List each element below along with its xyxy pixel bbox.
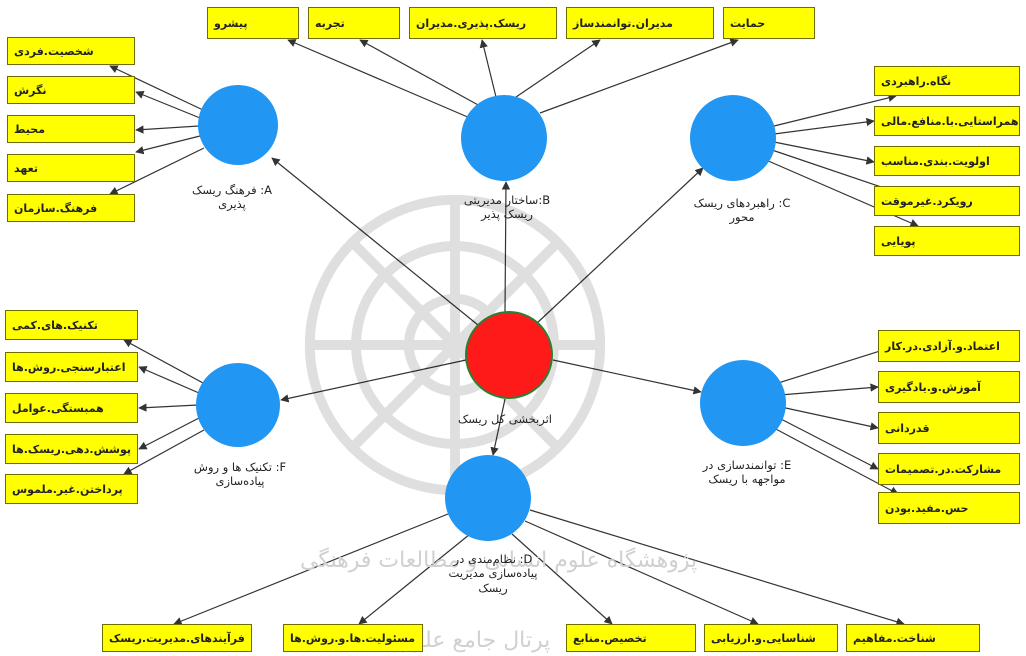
box-f-5: پرداختن.غیر.ملموس [5, 474, 138, 504]
watermark-emblem-icon [304, 194, 606, 496]
box-c-5: پویایی [874, 226, 1020, 256]
node-a [198, 85, 278, 165]
arrow-d-to-3 [511, 533, 613, 625]
box-a-4: تعهد [7, 154, 135, 182]
arrow-a-to-4 [135, 135, 201, 155]
box-d-4: شناسایی.و.ارزیابی [704, 624, 838, 652]
arrow-b-to-2 [359, 39, 481, 107]
box-d-5: شناخت.مفاهیم [846, 624, 980, 652]
arrow-c-to-1 [769, 93, 897, 128]
node-b [461, 95, 547, 181]
arrow-center-to-e [552, 359, 702, 395]
box-d-3: تخصیص.منابع [566, 624, 696, 652]
arrow-center-to-b [501, 181, 511, 313]
arrow-a-to-1 [109, 65, 204, 111]
arrow-a-to-2 [135, 90, 201, 119]
box-b-3: ریسک.پذیری.مدیران [409, 7, 557, 39]
box-f-3: همبستگی.عوامل [5, 393, 138, 423]
arrow-d-to-1 [173, 509, 459, 626]
box-e-2: آموزش.و.یادگیری [878, 371, 1020, 403]
box-a-1: شخصیت.فردی [7, 37, 135, 65]
box-f-1: تکنیک.های.کمی [5, 310, 138, 340]
center-label: اثربخشی کل ریسک [457, 412, 552, 426]
box-b-2: تجربه [308, 7, 400, 39]
arrow-f-to-3 [138, 403, 199, 412]
box-b-4: مدیران.توانمندساز [566, 7, 714, 39]
arrow-d-to-5 [529, 509, 905, 626]
box-b-5: حمایت [723, 7, 815, 39]
node-a-label: A: فرهنگ ریسک پذیری [191, 183, 273, 212]
arrow-center-to-f [280, 359, 467, 403]
box-c-1: نگاه.راهبردی [874, 66, 1020, 96]
node-e-label: E: توانمندسازی در مواجهه با ریسک [702, 458, 792, 487]
arrow-a-to-3 [135, 125, 200, 134]
arrow-f-to-5 [123, 429, 205, 475]
arrow-center-to-d [490, 398, 506, 456]
box-e-5: حس.مفید.بودن [878, 492, 1020, 524]
box-a-2: نگرش [7, 76, 135, 104]
box-a-3: محیط [7, 115, 135, 143]
box-e-3: قدردانی [878, 412, 1020, 444]
box-d-2: مسئولیت.ها.و.روش.ها [283, 624, 423, 652]
arrow-e-to-2 [779, 383, 879, 396]
node-f-label: F: تکنیک ها و روش پیاده‌سازی [193, 460, 287, 489]
box-d-1: فرآیندهای.مدیریت.ریسک [102, 624, 252, 652]
arrow-b-to-1 [287, 39, 471, 119]
arrow-c-to-4 [771, 149, 897, 194]
box-c-3: اولویت.بندی.مناسب [874, 146, 1020, 176]
box-f-4: پوشش.دهی.ریسک.ها [5, 434, 138, 464]
arrow-c-to-2 [773, 117, 875, 135]
arrow-e-to-3 [780, 406, 879, 431]
box-c-2: همراستایی.با.منافع.مالی [874, 106, 1020, 136]
box-b-1: پیشرو [207, 7, 299, 39]
box-c-4: رویکرد.غیرموقت [874, 186, 1020, 216]
arrow-c-to-3 [773, 141, 875, 165]
arrow-e-to-5 [771, 426, 899, 495]
box-e-1: اعتماد.و.آزادی.در.کار [878, 330, 1020, 362]
arrow-center-to-c [535, 167, 704, 325]
node-f [196, 363, 280, 447]
watermark-line-1: پژوهشگاه علوم انسانی و مطالعات فرهنگی [300, 548, 698, 573]
arrow-center-to-a [271, 157, 479, 326]
arrow-e-to-1 [774, 344, 897, 385]
node-d [445, 455, 531, 541]
box-e-4: مشارکت.در.تصمیمات [878, 453, 1020, 485]
node-e [700, 360, 786, 446]
node-c-label: C: راهبردهای ریسک محور [693, 196, 791, 225]
arrow-d-to-2 [358, 529, 476, 625]
box-a-5: فرهنگ.سازمان [7, 194, 135, 222]
arrow-b-to-4 [515, 39, 601, 98]
center-node [465, 311, 553, 399]
arrow-f-to-4 [138, 417, 200, 450]
box-f-2: اعتبارسنجی.روش.ها [5, 352, 138, 382]
arrow-group [109, 38, 919, 626]
arrow-e-to-4 [778, 417, 879, 470]
arrow-b-to-3 [479, 39, 497, 98]
node-b-label: B:ساختار مدیریتی ریسک پذیر [463, 193, 551, 222]
arrow-d-to-4 [524, 520, 759, 625]
arrow-f-to-2 [138, 366, 200, 394]
arrow-f-to-1 [123, 339, 204, 384]
arrow-b-to-5 [539, 38, 739, 114]
node-d-label: D: نظام‌مندی در پیاده‌سازی مدیریت ریسک [448, 552, 538, 595]
node-c [690, 95, 776, 181]
arrow-a-to-5 [109, 147, 205, 195]
